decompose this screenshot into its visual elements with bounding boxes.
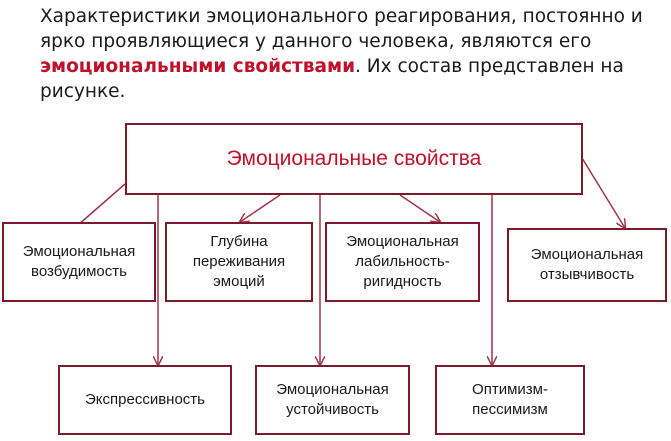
box-optimism-pessimism: Оптимизм-пессимизм <box>435 365 585 435</box>
intro-paragraph: Характеристики эмоционального реагирован… <box>40 4 665 104</box>
box-emotional-lability-rigidity: Эмоциональная лабильность-ригидность <box>325 222 480 302</box>
box-emotional-responsiveness: Эмоциональная отзывчивость <box>507 228 667 302</box>
box-emotional-excitability: Эмоциональная возбудимость <box>2 222 156 302</box>
box-emotional-stability: Эмоциональная устойчивость <box>255 365 410 435</box>
intro-text-after: . Их состав представлен на рисунке. <box>40 56 624 102</box>
root-box-emotional-properties: Эмоциональные свойства <box>125 123 583 195</box>
intro-highlight: эмоциональными свойствами <box>40 56 356 77</box>
arrow-to-glubina <box>240 194 281 222</box>
box-expressiveness: Экспрессивность <box>58 365 232 435</box>
intro-text-before: Характеристики эмоционального реагирован… <box>40 6 643 52</box>
arrow-to-labilnost <box>399 194 440 222</box>
arrow-to-otzyvchivost <box>581 157 625 228</box>
box-depth-of-emotions: Глубина переживания эмоций <box>165 222 313 302</box>
